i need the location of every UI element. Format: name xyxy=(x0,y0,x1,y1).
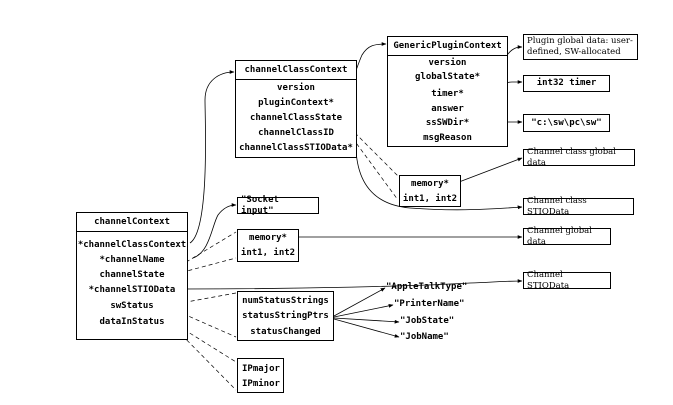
sw-dir-box: "c:\sw\pc\sw" xyxy=(523,114,610,132)
field-plugin-context: pluginContext* xyxy=(258,98,334,108)
field-channel-class-state: channelClassState xyxy=(249,113,343,123)
dash-channel-state-1 xyxy=(167,231,237,274)
field-msg-reason: msgReason xyxy=(423,133,472,143)
channel-class-stio-data-box: Channel class STIOData xyxy=(523,196,634,217)
field-channel-name: *channelName xyxy=(99,255,165,265)
field-channel-class-stio-data: channelClassSTIOData* xyxy=(239,143,353,153)
arrow-channel-stio xyxy=(182,279,523,290)
field-timer: timer* xyxy=(431,89,464,99)
arrow-string-1 xyxy=(333,287,386,317)
field-version: version xyxy=(277,83,315,93)
field-channel-stio-data: *channelSTIOData xyxy=(88,285,176,295)
field-channel-memory: memory* xyxy=(249,233,287,243)
field-global-state: globalState* xyxy=(414,72,481,82)
channel-context-title: channelContext xyxy=(77,213,187,232)
arrow-string-3 xyxy=(333,317,400,324)
channel-class-global-data-box: Channel class global data xyxy=(523,147,635,168)
channel-class-context-title: channelClassContext xyxy=(236,61,356,80)
int32-timer-box: int32 timer xyxy=(523,75,610,92)
field-sw-status: swStatus xyxy=(110,301,154,311)
status-string-job-name: "JobName" xyxy=(400,332,449,342)
arrow-class-stio xyxy=(355,149,523,211)
channel-memory-box: memory* int1, int2 xyxy=(237,229,299,262)
dash-channel-state-2 xyxy=(167,257,237,277)
field-status-changed: statusChanged xyxy=(250,327,321,337)
field-channel-class-context: *channelClassContext xyxy=(77,240,187,250)
arrow-string-4 xyxy=(333,318,400,338)
field-status-string-ptrs: statusStringPtrs xyxy=(242,311,329,321)
field-answer: answer xyxy=(431,104,464,114)
ip-box: IPmajor IPminor xyxy=(237,358,284,393)
field-channel-class-id: channelClassID xyxy=(258,128,334,138)
status-box: numStatusStrings statusStringPtrs status… xyxy=(237,291,334,341)
arrow-string-2 xyxy=(333,303,394,318)
class-memory-box: memory* int1, int2 xyxy=(399,175,461,207)
field-channel-state: channelState xyxy=(99,270,165,280)
field-num-status-strings: numStatusStrings xyxy=(242,296,329,306)
status-string-apple-talk-type: "AppleTalkType" xyxy=(386,282,468,292)
arrow-class-memory xyxy=(458,157,523,183)
status-string-job-state: "JobState" xyxy=(400,316,455,326)
plugin-global-data-box: Plugin global data: user-defined, SW-all… xyxy=(523,34,638,60)
socket-input-box: "Socket input" xyxy=(237,195,319,216)
dash-sw-status-2 xyxy=(169,307,237,338)
channel-stio-data-box: Channel STIOData xyxy=(523,270,611,291)
field-ss-sw-dir: ssSWDir* xyxy=(425,118,470,128)
field-plugin-version: version xyxy=(428,58,467,68)
field-ip-major: IPmajor xyxy=(242,364,280,374)
arrow-socket-input xyxy=(192,203,237,259)
channel-global-data-box: Channel global data xyxy=(523,226,611,247)
generic-plugin-context-title: GenericPluginContext xyxy=(388,37,507,56)
field-data-in-status: dataInStatus xyxy=(99,317,165,327)
channel-class-context-box: channelClassContext version pluginContex… xyxy=(235,60,357,158)
arrow-classcontext xyxy=(189,70,235,244)
dash-data-in-status-1 xyxy=(171,321,237,363)
field-class-memory: memory* xyxy=(411,179,449,189)
field-ip-minor: IPminor xyxy=(242,379,280,389)
channel-context-box: channelContext *channelClassContext *cha… xyxy=(76,212,188,340)
generic-plugin-context-box: GenericPluginContext version globalState… xyxy=(387,36,508,147)
field-class-ints: int1, int2 xyxy=(402,194,458,204)
status-string-printer-name: "PrinterName" xyxy=(394,299,465,309)
field-channel-ints: int1, int2 xyxy=(240,248,296,258)
